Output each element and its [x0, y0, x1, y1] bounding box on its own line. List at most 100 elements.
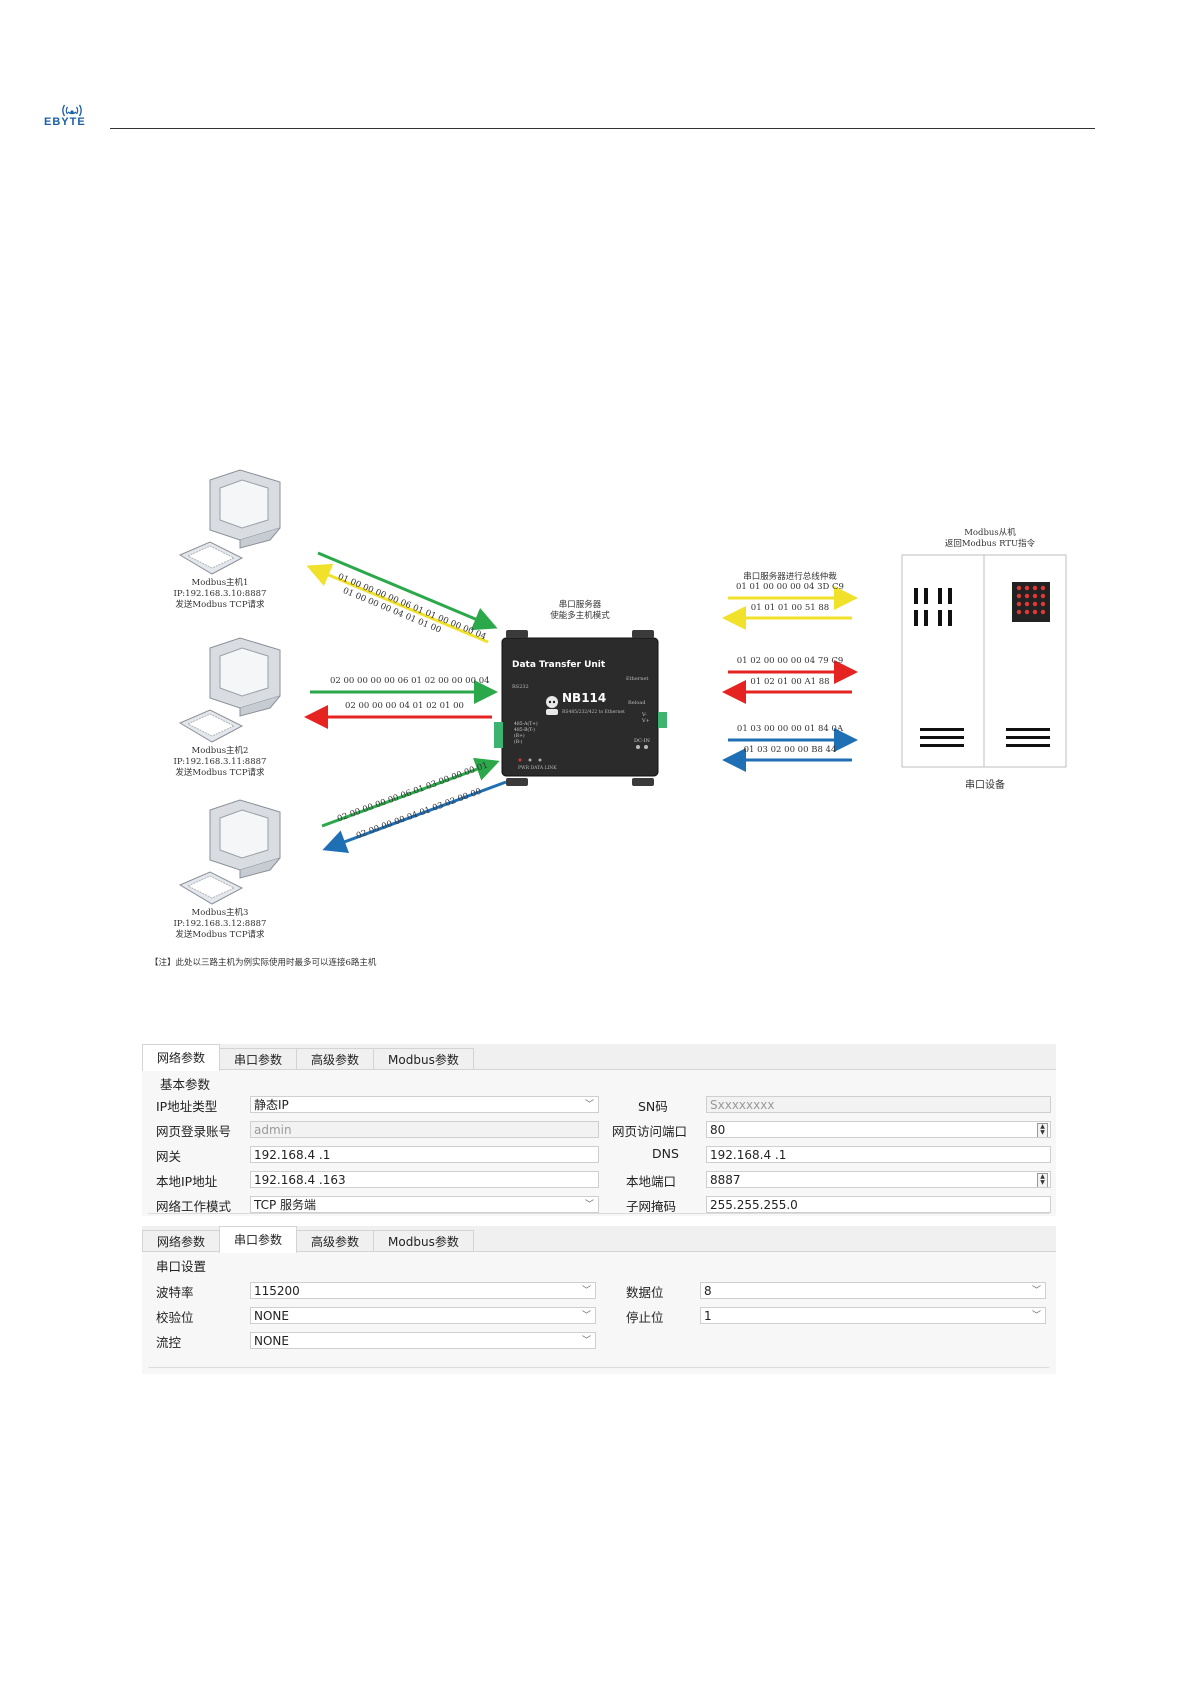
serial-device-cabinet [901, 554, 1067, 768]
panel-body: 串口设置 波特率 115200﹀ 校验位 NONE﹀ 流控 NONE﹀ 数据位 … [142, 1251, 1056, 1374]
wireless-signal-icon [62, 104, 82, 117]
stop-bits-value: 1 [704, 1309, 712, 1323]
ip-type-select[interactable]: 静态IP ﹀ [250, 1096, 599, 1113]
label-flow-control: 流控 [156, 1335, 182, 1350]
host2-ip: IP:192.168.3.11:8887 [173, 757, 267, 767]
label-dns: DNS [652, 1146, 679, 1161]
data-bits-value: 8 [704, 1284, 712, 1298]
local-port-spinbox[interactable]: 8887 ▲▼ [706, 1171, 1051, 1188]
tab-modbus-params[interactable]: Modbus参数 [373, 1048, 474, 1071]
network-diagram: Modbus主机1 IP:192.168.3.10:8887 发送Modbus … [150, 460, 1070, 980]
web-port-spinbox[interactable]: 80 ▲▼ [706, 1121, 1051, 1138]
host3-send-arrow [321, 757, 500, 828]
chevron-down-icon: ﹀ [584, 1100, 594, 1110]
ip-type-value: 静态IP [254, 1098, 289, 1112]
host2-send-frame: 02 00 00 00 00 06 01 02 00 00 00 04 [330, 676, 490, 686]
tab-advanced-params[interactable]: 高级参数 [296, 1230, 375, 1253]
label-baud-rate: 波特率 [156, 1285, 194, 1300]
serial-device-label: 串口设备 [965, 780, 1005, 791]
tab-network-params[interactable]: 网络参数 [142, 1230, 221, 1253]
device-port-reload: Reload [628, 700, 646, 706]
device-model: NB114 [562, 691, 607, 705]
label-ip-type: IP地址类型 [156, 1099, 218, 1114]
group-title-serial: 串口设置 [156, 1259, 207, 1274]
bus2-req-frame: 01 02 00 00 00 04 79 C9 [736, 656, 844, 666]
device-port-rs: RS232 [512, 684, 529, 690]
stop-bits-select[interactable]: 1﹀ [700, 1307, 1046, 1324]
parity-value: NONE [254, 1309, 289, 1323]
host3-recv-arrow [322, 780, 507, 853]
flow-control-value: NONE [254, 1334, 289, 1348]
label-data-bits: 数据位 [626, 1285, 664, 1300]
tab-modbus-params[interactable]: Modbus参数 [373, 1230, 474, 1253]
server-label-line2: 使能多主机模式 [550, 611, 610, 621]
host1-ip: IP:192.168.3.10:8887 [173, 589, 267, 599]
tab-serial-params[interactable]: 串口参数 [219, 1048, 298, 1071]
subnet-mask-field[interactable]: 255.255.255.0 [706, 1196, 1051, 1213]
pin-vminus: V- [642, 712, 647, 718]
diagram-graphics [178, 469, 1067, 905]
computer-icon-1 [178, 469, 281, 575]
chevron-down-icon: ﹀ [581, 1336, 591, 1346]
baud-rate-select[interactable]: 115200 ﹀ [250, 1282, 596, 1299]
host2-desc: 发送Modbus TCP请求 [175, 768, 265, 778]
bus1-resp-frame: 01 01 01 00 51 88 [750, 603, 830, 613]
host3-name: Modbus主机3 [191, 908, 249, 918]
host3-ip: IP:192.168.3.12:8887 [173, 919, 267, 929]
chevron-down-icon: ﹀ [581, 1286, 591, 1296]
pin-485-a: 485-A(T+) [514, 722, 538, 727]
work-mode-value: TCP 服务端 [254, 1198, 317, 1212]
label-gateway: 网关 [156, 1149, 182, 1164]
work-mode-select[interactable]: TCP 服务端 ﹀ [250, 1196, 599, 1213]
host2-recv-frame: 02 00 00 00 04 01 02 01 00 [345, 701, 464, 711]
panel-body: 基本参数 IP地址类型 静态IP﹀ 网页登录账号 admin 网关 192.16… [142, 1069, 1056, 1216]
tab-bar: 网络参数 串口参数 高级参数 Modbus参数 [142, 1226, 474, 1253]
data-bits-select[interactable]: 8﹀ [700, 1282, 1046, 1299]
group-box [148, 1083, 1050, 1214]
pin-r-minus: (R-) [514, 740, 523, 745]
tab-advanced-params[interactable]: 高级参数 [296, 1048, 375, 1071]
host1-send-arrow [317, 551, 498, 631]
gateway-field[interactable]: 192.168.4 .1 [250, 1146, 599, 1163]
local-ip-field[interactable]: 192.168.4 .163 [250, 1171, 599, 1188]
serial-params-panel: 网络参数 串口参数 高级参数 Modbus参数 串口设置 波特率 115200 ﹀… [142, 1226, 1056, 1374]
server-label: 串口服务器 使能多主机模式 [510, 600, 650, 622]
spin-arrows-icon[interactable]: ▲▼ [1037, 1123, 1048, 1137]
slave-label-line1: Modbus从机 [964, 528, 1016, 538]
tab-serial-params[interactable]: 串口参数 [219, 1226, 298, 1253]
baud-rate-value: 115200 [254, 1284, 300, 1298]
chevron-down-icon: ﹀ [584, 1200, 594, 1210]
nb114-device [494, 630, 667, 786]
bus3-req-frame: 01 03 00 00 00 01 84 0A [736, 724, 844, 734]
ebyte-logo: EBYTE [44, 102, 100, 132]
group-title-basic: 基本参数 [160, 1077, 211, 1092]
web-account-field[interactable]: admin [250, 1121, 599, 1138]
slave-label-line2: 返回Modbus RTU指令 [944, 539, 1036, 549]
label-local-ip: 本地IP地址 [156, 1174, 218, 1189]
host2-name: Modbus主机2 [191, 746, 249, 756]
chevron-down-icon: ﹀ [1031, 1286, 1041, 1296]
pin-vplus: V+ [642, 718, 650, 724]
diagram-note: 【注】此处以三路主机为例实际使用时最多可以连接6路主机 [150, 958, 377, 968]
host1-desc: 发送Modbus TCP请求 [175, 600, 265, 610]
device-vpins: V- V+ [642, 712, 650, 724]
tab-network-params[interactable]: 网络参数 [142, 1044, 221, 1071]
web-port-value: 80 [710, 1123, 726, 1137]
host1-recv-arrow [306, 563, 489, 644]
group-box [148, 1265, 1050, 1368]
flow-control-select[interactable]: NONE ﹀ [250, 1332, 596, 1349]
dns-field[interactable]: 192.168.4 .1 [706, 1146, 1051, 1163]
logo-text: EBYTE [44, 116, 86, 128]
local-port-value: 8887 [710, 1173, 741, 1187]
computer-icon-2 [178, 637, 281, 743]
chevron-down-icon: ﹀ [1031, 1311, 1041, 1321]
server-label-line1: 串口服务器 [558, 600, 602, 610]
bus2-resp-frame: 01 02 01 00 A1 88 [750, 677, 830, 687]
sn-field[interactable]: Sxxxxxxxx [706, 1096, 1051, 1113]
parity-select[interactable]: NONE﹀ [250, 1307, 596, 1324]
label-subnet-mask: 子网掩码 [626, 1199, 677, 1214]
device-title: Data Transfer Unit [512, 660, 606, 670]
bus3-resp-frame: 01 03 02 00 00 B8 44 [743, 745, 837, 755]
spin-arrows-icon[interactable]: ▲▼ [1037, 1173, 1048, 1187]
pin-r-plus: (R+) [514, 734, 525, 739]
